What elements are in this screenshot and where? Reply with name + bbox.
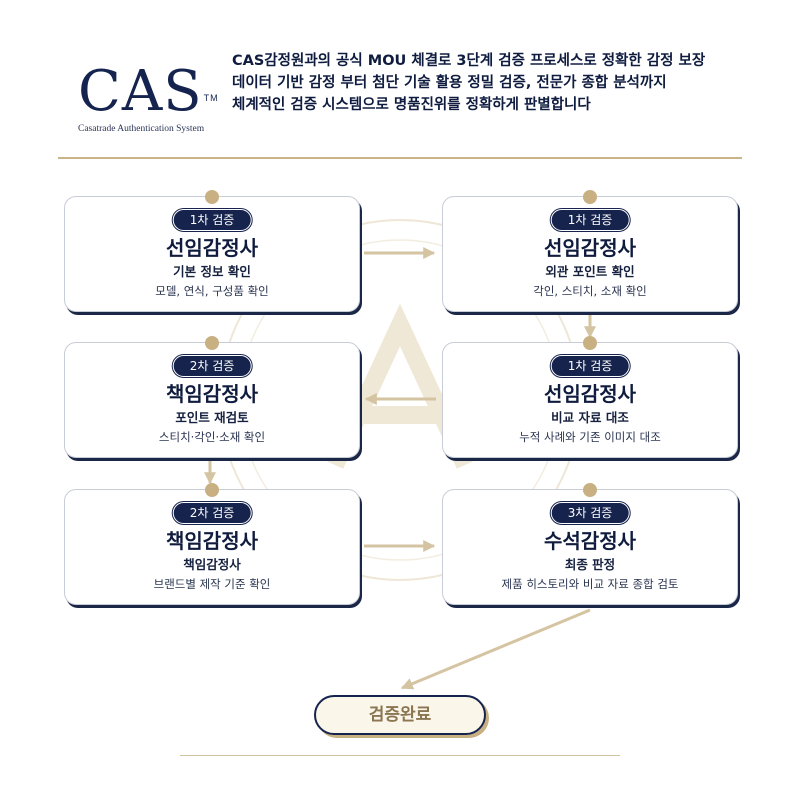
step-dot bbox=[583, 336, 597, 350]
step-title: 수석감정사 bbox=[544, 529, 636, 553]
step-card-6: 3차 검증 수석감정사 최종 판정 제품 히스토리와 비교 자료 종합 검토 bbox=[442, 483, 738, 605]
step-card-2: 1차 검증 선임감정사 외관 포인트 확인 각인, 스티치, 소재 확인 bbox=[442, 190, 738, 312]
logo-text: CAS bbox=[78, 59, 203, 124]
step-title: 선임감정사 bbox=[166, 236, 258, 260]
step-card-1: 1차 검증 선임감정사 기본 정보 확인 모델, 연식, 구성품 확인 bbox=[64, 190, 360, 312]
step-description: 각인, 스티치, 소재 확인 bbox=[533, 284, 647, 298]
bottom-divider bbox=[180, 755, 620, 756]
step-badge: 1차 검증 bbox=[172, 209, 252, 231]
intro-line-3: 체계적인 검증 시스템으로 명품진위를 정확하게 판별합니다 bbox=[232, 97, 591, 113]
step-subtitle: 포인트 재검토 bbox=[175, 410, 249, 425]
step-badge: 3차 검증 bbox=[550, 502, 630, 524]
top-divider bbox=[58, 157, 742, 159]
cas-logo: CAS TM Casatrade Authentication System bbox=[78, 59, 228, 135]
step-dot bbox=[205, 336, 219, 350]
step-card-5: 2차 검증 책임감정사 책임감정사 브랜드별 제작 기준 확인 bbox=[64, 483, 360, 605]
step-description: 스티치·각인·소재 확인 bbox=[158, 430, 266, 444]
step-subtitle: 최종 판정 bbox=[564, 557, 616, 572]
step-description: 제품 히스토리와 비교 자료 종합 검토 bbox=[501, 577, 679, 591]
step-badge: 2차 검증 bbox=[172, 502, 252, 524]
step-title: 책임감정사 bbox=[166, 382, 258, 406]
step-badge: 1차 검증 bbox=[550, 355, 630, 377]
step-dot bbox=[205, 190, 219, 204]
step-badge: 1차 검증 bbox=[550, 209, 630, 231]
intro-line-1: CAS감정원과의 공식 MOU 체결로 3단계 검증 프로세스로 정확한 감정 … bbox=[232, 53, 706, 69]
arrow-step6-to-complete bbox=[400, 608, 591, 690]
step-description: 브랜드별 제작 기준 확인 bbox=[153, 577, 271, 591]
logo-mark: CAS TM bbox=[78, 59, 218, 124]
step-description: 누적 사례와 기존 이미지 대조 bbox=[519, 430, 661, 444]
step-dot bbox=[583, 190, 597, 204]
logo-subtitle: Casatrade Authentication System bbox=[78, 124, 205, 134]
step-dot bbox=[205, 483, 219, 497]
step-card-3: 2차 검증 책임감정사 포인트 재검토 스티치·각인·소재 확인 bbox=[64, 336, 360, 458]
step-description: 모델, 연식, 구성품 확인 bbox=[155, 284, 269, 298]
step-dot bbox=[583, 483, 597, 497]
step-subtitle: 외관 포인트 확인 bbox=[545, 264, 635, 279]
step-subtitle: 기본 정보 확인 bbox=[173, 264, 251, 279]
verification-complete-badge: 검증완료 bbox=[314, 695, 486, 735]
intro-line-2: 데이터 기반 감정 부터 첨단 기술 활용 정밀 검증, 전문가 종합 분석까지 bbox=[232, 75, 667, 91]
step-card-4: 1차 검증 선임감정사 비교 자료 대조 누적 사례와 기존 이미지 대조 bbox=[442, 336, 738, 458]
logo-trademark: TM bbox=[203, 93, 219, 103]
step-title: 선임감정사 bbox=[544, 236, 636, 260]
intro-text: CAS감정원과의 공식 MOU 체결로 3단계 검증 프로세스로 정확한 감정 … bbox=[232, 50, 792, 116]
step-title: 책임감정사 bbox=[166, 529, 258, 553]
step-title: 선임감정사 bbox=[544, 382, 636, 406]
step-badge: 2차 검증 bbox=[172, 355, 252, 377]
step-subtitle: 책임감정사 bbox=[183, 557, 241, 572]
step-subtitle: 비교 자료 대조 bbox=[551, 410, 629, 425]
